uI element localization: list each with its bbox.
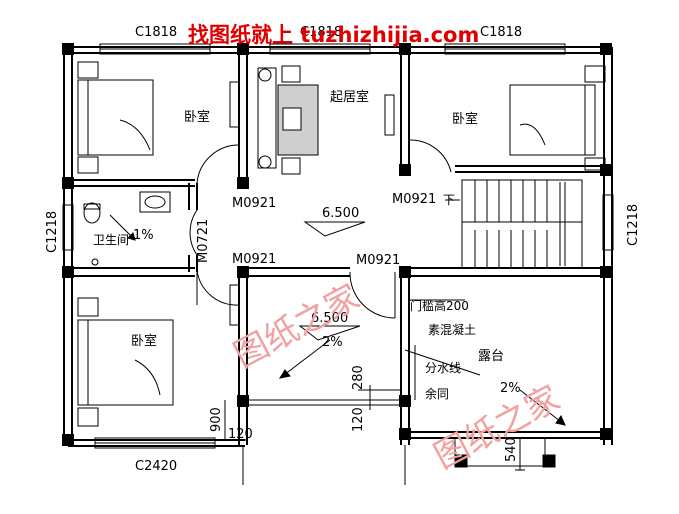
note-concrete: 素混凝土 — [428, 322, 476, 337]
room-bedroom-bottom-left: 卧室 — [131, 333, 157, 349]
sofa-set — [257, 65, 319, 175]
slope-arrows — [109, 214, 566, 426]
door-label-terrace: M0921 — [356, 253, 400, 268]
elevation-lower: 6.500 — [311, 311, 348, 326]
windows — [62, 43, 614, 449]
slope-hall: 2% — [322, 335, 343, 350]
dimension-280: 280 — [351, 365, 366, 390]
window-label-left: C1218 — [45, 211, 60, 253]
stairs — [445, 179, 583, 269]
door-label-hall-left: M0921 — [232, 252, 276, 267]
dimension-120-vertical: 120 — [351, 407, 366, 432]
note-stair-down: 下 — [443, 193, 455, 207]
bathroom-fixtures — [83, 191, 171, 266]
elevation-marks — [298, 221, 366, 341]
dimension-lines — [220, 385, 525, 485]
dimension-540: 540 — [504, 437, 519, 462]
columns — [62, 43, 612, 446]
door-label-bathroom: M0721 — [196, 219, 211, 263]
window-label-top-mid: C1818 — [300, 25, 342, 40]
beds — [77, 61, 606, 427]
room-bedroom-top-right: 卧室 — [452, 111, 478, 127]
room-bedroom-top-left: 卧室 — [184, 109, 210, 125]
doors — [189, 81, 452, 326]
slope-terrace: 2% — [500, 381, 521, 396]
room-living: 起居室 — [330, 89, 369, 105]
watermark-top: 找图纸就上 tuzhizhijia.com — [188, 23, 479, 47]
note-threshold: 门槛高200 — [410, 298, 469, 313]
room-terrace: 露台 — [478, 349, 504, 364]
window-label-bottom: C2420 — [135, 459, 177, 474]
window-label-right: C1218 — [626, 204, 641, 246]
note-same: 余同 — [425, 386, 449, 401]
elevation-main: 6.500 — [322, 206, 359, 221]
window-label-top-right: C1818 — [480, 25, 522, 40]
note-waterline: 分水线 — [425, 361, 461, 375]
dimension-900: 900 — [209, 407, 224, 432]
dimension-120-horizontal: 120 — [228, 427, 253, 442]
room-bathroom: 卫生间 — [93, 233, 129, 247]
slope-bathroom: 1% — [133, 228, 154, 243]
door-label-bedroom-right: M0921 — [392, 192, 436, 207]
window-label-top-left: C1818 — [135, 25, 177, 40]
door-label-bedroom-left: M0921 — [232, 196, 276, 211]
